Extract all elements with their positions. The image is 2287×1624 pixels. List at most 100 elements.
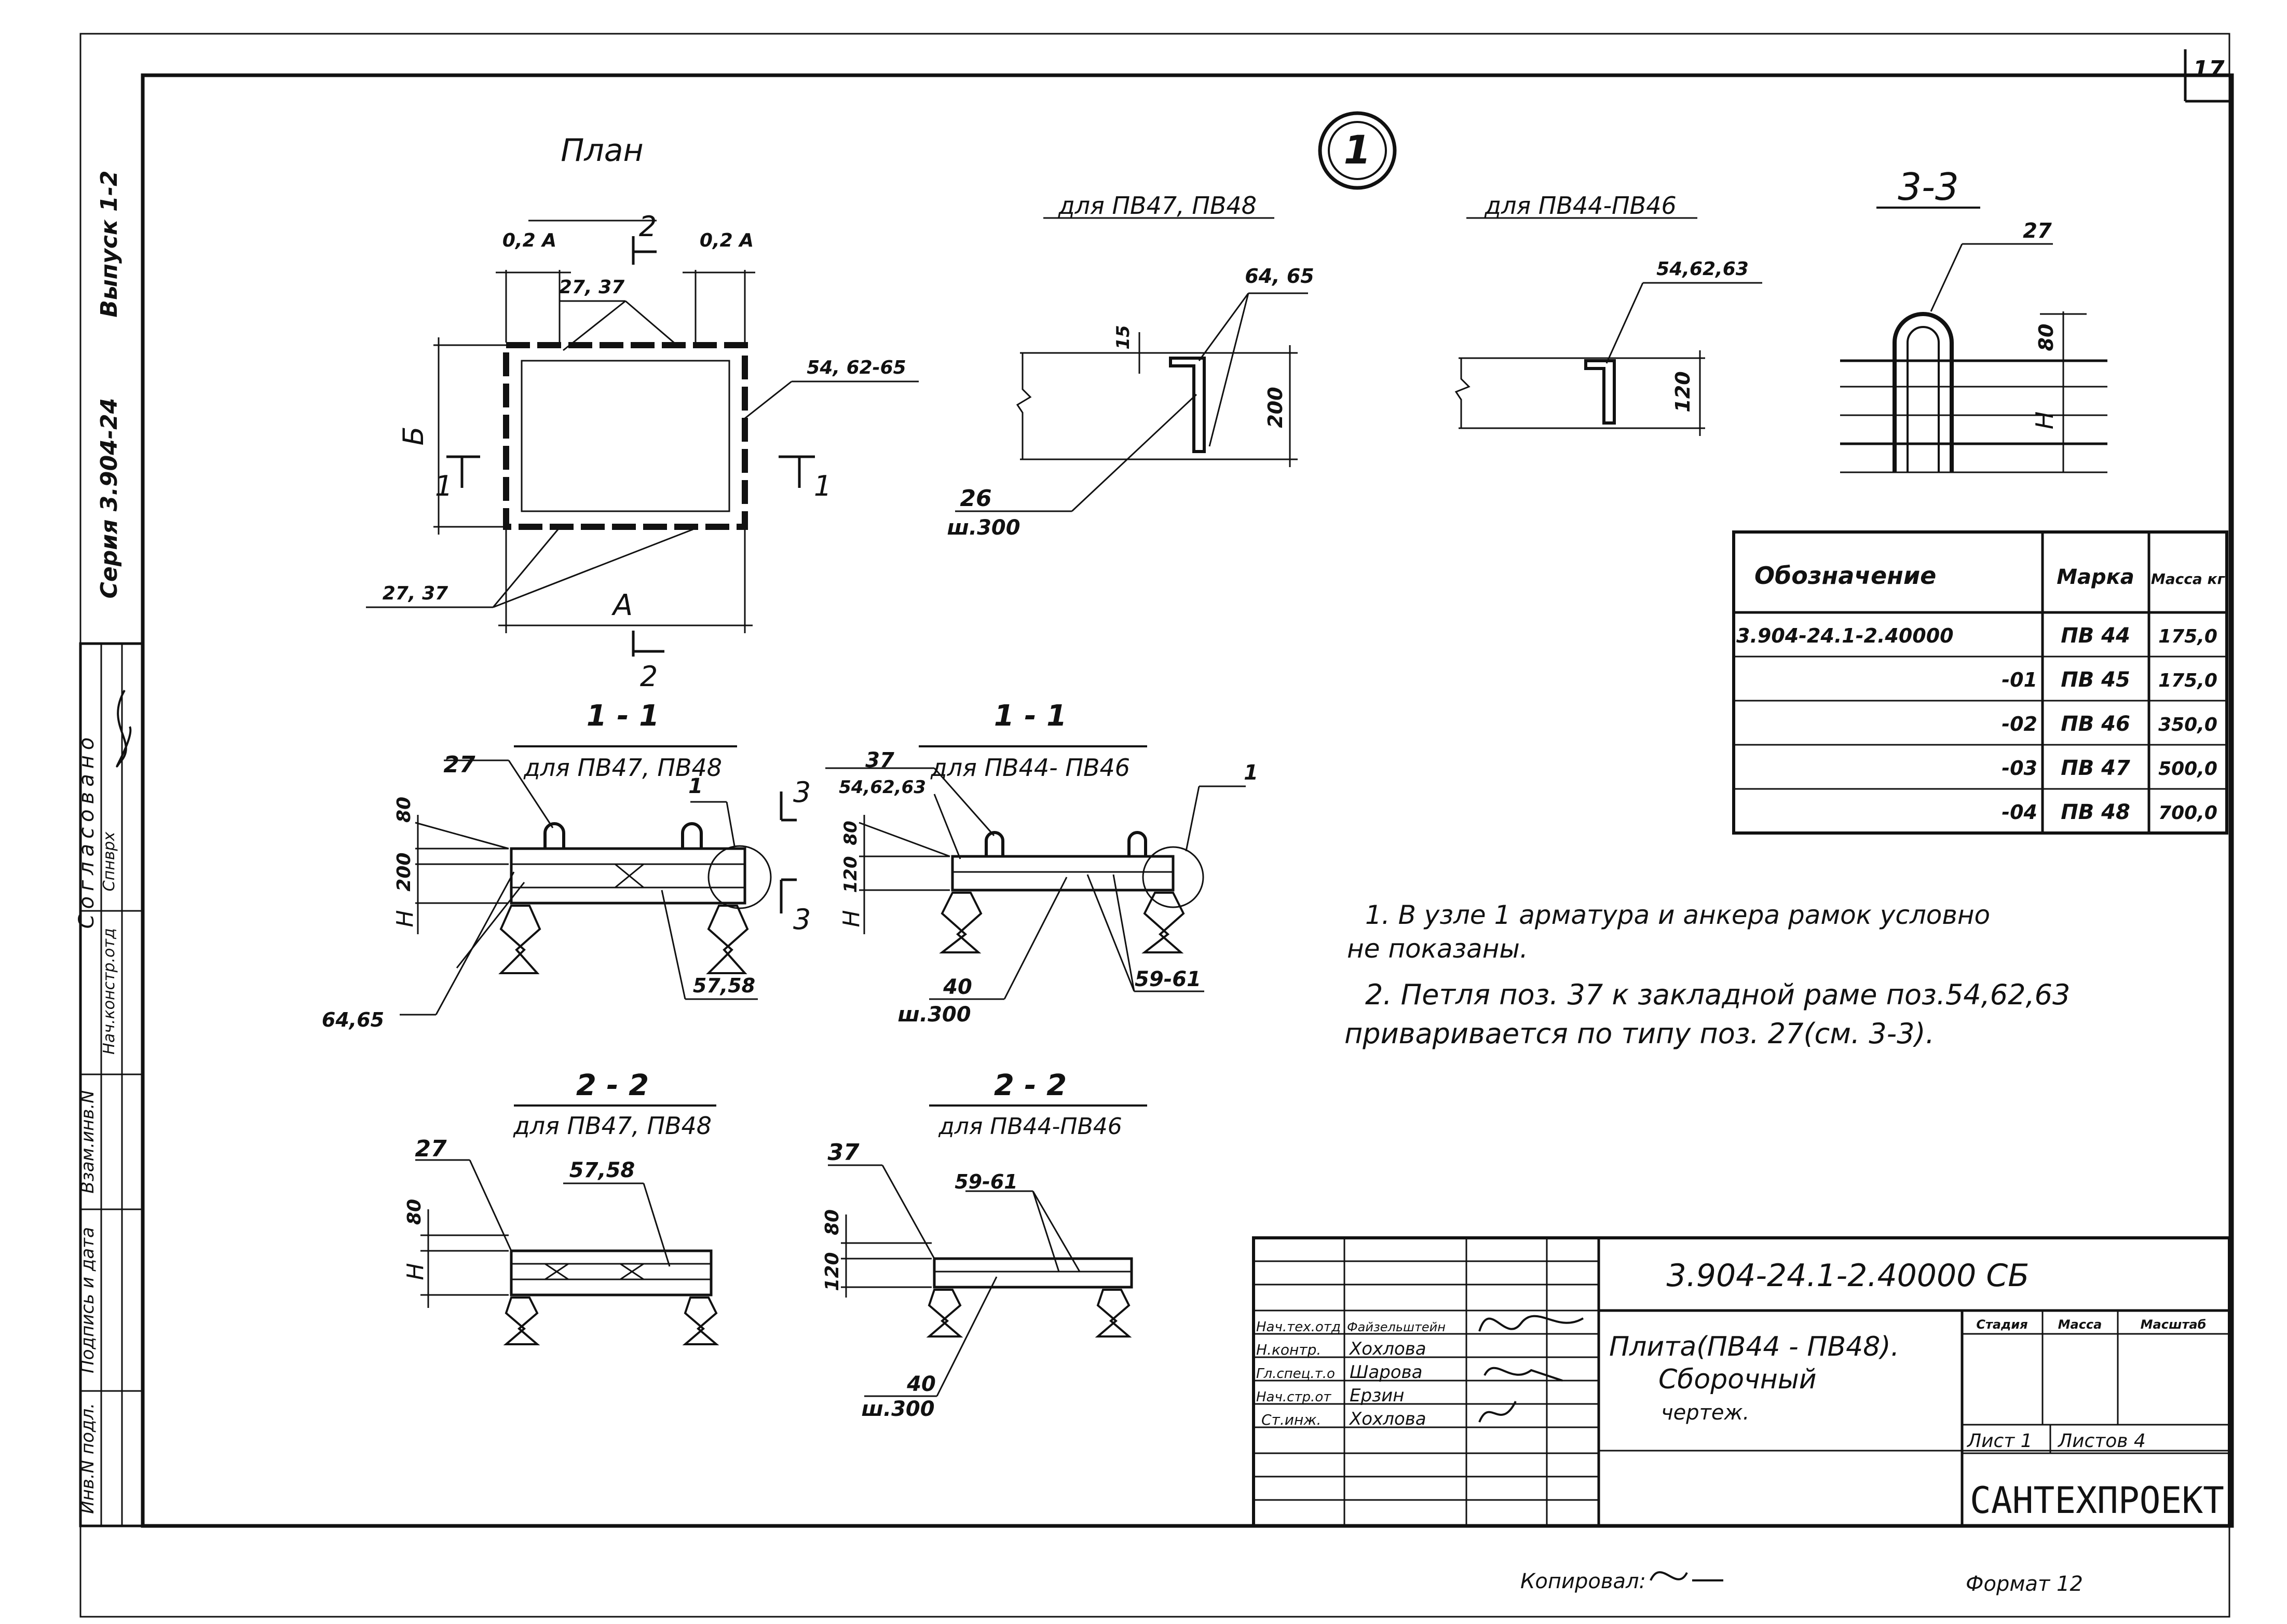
role-label: Гл.спец.т.о (1256, 1366, 1335, 1382)
mark-table-grid (1732, 530, 2228, 835)
section-11b-dim-80: 80 (840, 821, 861, 845)
note-line: 1. В узле 1 арматура и анкера рамок усло… (1365, 900, 1990, 930)
table-cell-mass: 700,0 (2158, 802, 2217, 824)
section-22a-subtitle: для ПВ47, ПВ48 (513, 1112, 712, 1140)
detail-pv44-title: для ПВ44-ПВ46 (1484, 192, 1676, 220)
section-22b-subtitle: для ПВ44-ПВ46 (938, 1113, 1122, 1140)
table-cell-designation: -03 (2002, 757, 2037, 780)
stamp-head-dept: Нач.констр.отд (100, 928, 118, 1054)
section-22b-ref-40: 40 (906, 1372, 936, 1396)
detail-pv47-ref-sh300: ш.300 (947, 516, 1020, 540)
person-name: Хохлова (1349, 1339, 1426, 1359)
sheet-index: Лист 1 (1966, 1430, 2033, 1452)
detail-pv47-dim-200: 200 (1264, 387, 1287, 428)
table-body: 3.904-24.1-2.40000 ПВ 44 175,0 -01 ПВ 45 175,… (1736, 624, 2217, 824)
section-11a-mark-3-top: 3 (793, 776, 811, 809)
plan-dim-b: Б (397, 426, 430, 445)
section-11b-ref-40: 40 (943, 975, 972, 999)
plan-view (366, 220, 919, 657)
section-11b-dim-h: Н (838, 910, 865, 927)
table-cell-designation: 3.904-24.1-2.40000 (1736, 624, 1954, 647)
plan-dim-02a-right: 0,2 А (700, 230, 754, 251)
role-label: Нач.стр.от (1256, 1389, 1331, 1405)
detail-pv47-dim-15: 15 (1113, 325, 1134, 349)
section-22a-dim-h: Н (402, 1263, 429, 1280)
table-cell-mark: ПВ 44 (2061, 624, 2130, 648)
callout-number: 1 (1344, 127, 1371, 173)
sheet-number: 17 (2193, 56, 2225, 83)
section-11a-view (400, 745, 797, 1016)
drawing-name-line2: Сборочный (1658, 1364, 1817, 1395)
notes-block: 1. В узле 1 арматура и анкера рамок усло… (1344, 900, 2070, 1050)
section-11b-view (825, 745, 1246, 1000)
section-11a-subtitle: для ПВ47, ПВ48 (523, 754, 722, 782)
title-block-grid (1252, 1236, 2231, 1527)
table-header-mass: Масса кг (2151, 570, 2226, 588)
section-22b-view (828, 1104, 1147, 1397)
col-mass: Масса (2058, 1317, 2102, 1332)
title-signatures (1478, 1315, 1584, 1423)
detail-pv47-title: для ПВ47, ПВ48 (1058, 192, 1257, 220)
issue-label: Выпуск 1-2 (96, 170, 122, 317)
section-11a-title: 1 - 1 (587, 699, 659, 733)
stamp-inv-pod: Инв.N подл. (77, 1403, 98, 1514)
role-label: Ст.инж. (1261, 1411, 1321, 1428)
plan-ref-54-62-65: 54, 62-65 (807, 357, 906, 378)
section-11b-ref-sh300: ш.300 (897, 1003, 971, 1027)
section-11a-ref-27: 27 (443, 752, 475, 778)
person-name: Шарова (1350, 1362, 1422, 1383)
table-cell-mark: ПВ 46 (2061, 712, 2130, 736)
approval-signature (116, 690, 132, 768)
copied-label: Копировал: (1520, 1570, 1646, 1593)
section-11a-dim-80: 80 (393, 797, 415, 823)
table-cell-designation: -02 (2002, 713, 2037, 735)
role-label: Н.контр. (1256, 1341, 1321, 1358)
section-33-dim-h: Н (2031, 412, 2059, 430)
plan-section-1-right: 1 (814, 470, 832, 502)
section-11b-ref-1: 1 (1244, 761, 1258, 785)
detail-pv44-dim-120: 120 (1671, 371, 1694, 412)
role-label: Нач.тех.отд (1256, 1319, 1341, 1335)
drawing-name-line3: чертеж. (1661, 1401, 1749, 1425)
section-11a-ref-57-58: 57,58 (693, 974, 755, 997)
table-cell-mass: 175,0 (2158, 626, 2217, 647)
section-11b-ref-54-62-63: 54,62,63 (839, 777, 926, 798)
person-name: Ерзин (1350, 1385, 1404, 1406)
section-11b-dim-120: 120 (840, 856, 861, 893)
callout-circle (1318, 111, 1397, 190)
section-33-title: 3-3 (1898, 165, 1959, 209)
organization-name: САНТЕХПРОЕКТ (1970, 1479, 2224, 1522)
person-name: Файзельштейн (1347, 1320, 1446, 1334)
sheet-frame (79, 33, 2234, 1618)
plan-section-1-left: 1 (435, 470, 453, 502)
plan-section-2-top: 2 (639, 210, 657, 243)
table-cell-mark: ПВ 48 (2061, 800, 2130, 824)
sheet-total: Листов 4 (2057, 1430, 2146, 1452)
section-22a-ref-27: 27 (415, 1136, 447, 1162)
drawing-name-line1: Плита(ПВ44 - ПВ48). (1609, 1331, 1899, 1362)
section-33-ref-27: 27 (2023, 219, 2052, 243)
table-cell-mark: ПВ 45 (2061, 668, 2130, 692)
section-22a-ref-57-58: 57,58 (569, 1158, 635, 1182)
side-stamp (79, 642, 144, 1527)
table-cell-mark: ПВ 47 (2061, 756, 2130, 780)
section-22b-ref-37: 37 (827, 1139, 860, 1166)
table-header-mark: Марка (2057, 565, 2134, 589)
copied-signature (1650, 1571, 1723, 1581)
series-label: Серия 3.904-24 (96, 398, 122, 599)
table-cell-designation: -01 (2002, 668, 2037, 691)
section-11a-ref-64-65: 64,65 (322, 1008, 384, 1031)
section-22a-dim-80: 80 (404, 1199, 425, 1225)
table-header-designation: Обозначение (1754, 562, 1936, 590)
format-label: Формат 12 (1966, 1572, 2083, 1596)
plan-section-2-bottom: 2 (640, 660, 658, 693)
section-11a-ref-1: 1 (688, 774, 703, 798)
section-11a-mark-3-bottom: 3 (793, 903, 811, 936)
stamp-sign-date: Подпись и дата (77, 1227, 98, 1373)
detail-pv47-ref-26: 26 (960, 485, 991, 512)
person-name: Хохлова (1349, 1409, 1426, 1429)
stamp-vzam: Взам.инв.N (77, 1090, 98, 1193)
table-cell-mass: 175,0 (2158, 670, 2217, 691)
note-line: не показаны. (1347, 934, 1528, 964)
